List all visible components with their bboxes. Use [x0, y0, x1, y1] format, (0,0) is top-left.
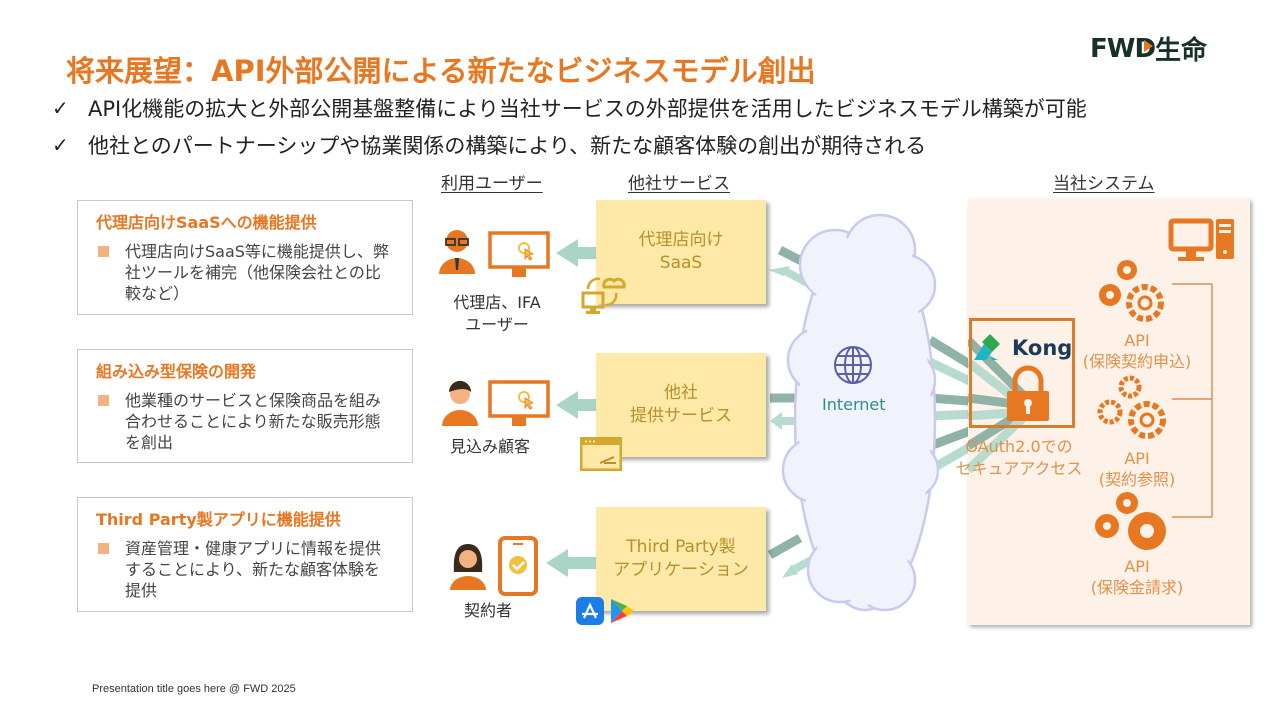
bullet-item: ✓ API化機能の拡大と外部公開基盤整備により当社サービスの外部提供を活用したビ…	[52, 93, 1087, 123]
desktop-server-icon	[1168, 218, 1234, 261]
logo-suffix: 生命	[1155, 36, 1208, 66]
square-bullet-icon	[98, 246, 109, 257]
service-line: 他社	[664, 383, 698, 403]
api-name: API	[1124, 331, 1150, 350]
check-icon: ✓	[52, 133, 69, 157]
api-label: API (保険契約申込)	[1075, 330, 1199, 372]
card-body: 代理店向けSaaS等に機能提供し、弊社ツールを補完（他保険会社との比較など）	[125, 242, 389, 303]
arrow-left	[546, 549, 598, 577]
check-icon: ✓	[52, 96, 69, 120]
service-line: SaaS	[659, 253, 703, 273]
api-gears-icon-1	[1099, 260, 1164, 322]
internet-label: Internet	[822, 395, 886, 414]
user-label-line: 契約者	[463, 601, 512, 620]
api-bracket	[1172, 283, 1213, 518]
oauth-line: OAuth2.0での	[965, 437, 1073, 456]
service-line: 代理店向け	[638, 230, 724, 250]
logo-triangle-icon	[1144, 40, 1153, 52]
app-store-icon	[576, 597, 604, 625]
use-case-card: 代理店向けSaaSへの機能提供 代理店向けSaaS等に機能提供し、弊社ツールを補…	[77, 200, 413, 315]
api-desc: (契約参照)	[1098, 470, 1176, 489]
arrow-left	[556, 391, 598, 419]
oauth-caption: OAuth2.0での セキュアアクセス	[944, 436, 1094, 480]
page-title: 将来展望：API外部公開による新たなビジネスモデル創出	[66, 54, 816, 88]
cloud-fill	[788, 221, 933, 605]
footer-text: Presentation title goes here @ FWD 2025	[92, 683, 296, 695]
api-gears-icon-2	[1097, 375, 1166, 439]
lock-icon	[1007, 365, 1049, 421]
square-bullet-icon	[98, 543, 109, 554]
user-label: 代理店、IFA ユーザー	[437, 292, 557, 336]
arrow-head	[770, 412, 782, 430]
service-box-thirdparty: Third Party製アプリケーション	[596, 507, 766, 611]
cloud-sync-icon	[581, 277, 626, 314]
browser-window-icon	[580, 437, 622, 471]
user-label: 契約者	[428, 600, 548, 622]
use-case-card: 組み込み型保険の開発 他業種のサービスと保険商品を組み合わせることにより新たな販…	[77, 349, 413, 463]
arrow-left	[556, 239, 598, 267]
api-desc: (保険金請求)	[1090, 578, 1184, 597]
column-header-system: 当社システム	[1053, 174, 1155, 194]
kong-brand: Kong	[1012, 336, 1073, 360]
bullet-text: 他社とのパートナーシップや協業関係の構築により、新たな顧客体験の創出が期待される	[88, 134, 927, 158]
card-title: Third Party製アプリに機能提供	[96, 510, 341, 529]
monitor-click-icon	[488, 380, 550, 426]
service-line: 提供サービス	[630, 406, 732, 426]
column-header-users: 利用ユーザー	[441, 174, 543, 194]
api-name: API	[1124, 557, 1150, 576]
agent-person-icon	[439, 230, 475, 274]
policyholder-person-icon	[450, 544, 486, 590]
user-label-line: 見込み顧客	[449, 437, 530, 456]
use-case-card: Third Party製アプリに機能提供 資産管理・健康アプリに情報を提供するこ…	[77, 497, 413, 612]
card-body: 他業種のサービスと保険商品を組み合わせることにより新たな販売形態を創出	[125, 391, 382, 452]
card-title: 組み込み型保険の開発	[96, 362, 257, 381]
arrow-head	[782, 564, 798, 578]
smartphone-check-icon	[498, 536, 538, 596]
google-play-icon	[611, 599, 634, 623]
column-header-services: 他社サービス	[628, 174, 730, 194]
user-label-line: ユーザー	[465, 315, 529, 334]
prospect-person-icon	[442, 381, 478, 426]
service-to-user-arrows	[546, 239, 598, 577]
card-title: 代理店向けSaaSへの機能提供	[96, 213, 317, 232]
kong-logo-icon	[974, 334, 1000, 360]
card-body: 資産管理・健康アプリに情報を提供することにより、新たな顧客体験を提供	[125, 539, 382, 600]
api-name: API	[1124, 449, 1150, 468]
fwd-logo: FWD 生命	[1090, 30, 1207, 67]
service-line: アプリケーション	[613, 560, 749, 580]
api-label: API (契約参照)	[1075, 448, 1199, 490]
bullet-item: ✓ 他社とのパートナーシップや協業関係の構築により、新たな顧客体験の創出が期待さ…	[52, 130, 926, 160]
globe-icon	[834, 346, 872, 384]
api-gateway-box	[969, 318, 1075, 428]
user-label-line: 代理店、IFA	[453, 293, 541, 312]
service-line: Third Party製	[626, 537, 736, 557]
bullet-text: API化機能の拡大と外部公開基盤整備により当社サービスの外部提供を活用したビジネ…	[88, 97, 1087, 121]
connector-line	[767, 534, 803, 559]
user-label: 見込み顧客	[430, 436, 550, 458]
api-gears-icon-3	[1095, 492, 1166, 550]
api-label: API (保険金請求)	[1075, 556, 1199, 598]
service-to-cloud-lines	[767, 245, 818, 578]
api-desc: (保険契約申込)	[1082, 352, 1192, 371]
square-bullet-icon	[98, 395, 109, 406]
oauth-line: セキュアアクセス	[955, 459, 1083, 478]
service-box-partner: 他社提供サービス	[596, 353, 766, 457]
monitor-click-icon	[488, 231, 550, 277]
